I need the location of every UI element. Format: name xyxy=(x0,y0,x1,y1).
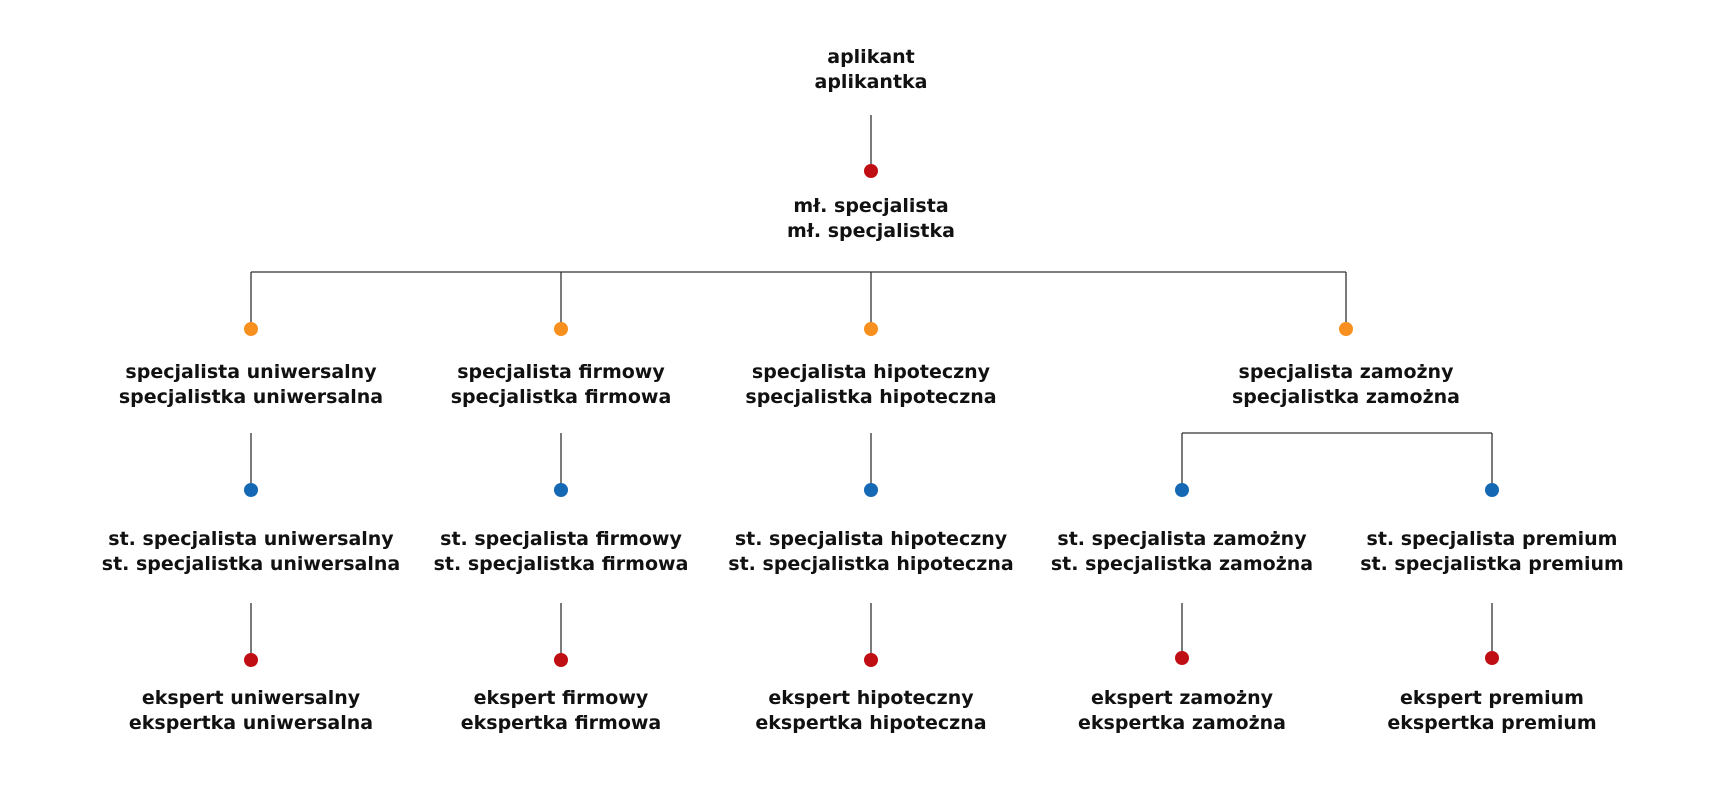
node-label-line1: specjalista firmowy xyxy=(457,361,665,383)
node-label-line2: specjalistka hipoteczna xyxy=(745,386,997,408)
node-label-st_firm: st. specjalista firmowy st. specjalistka … xyxy=(434,527,689,577)
node-label-line2: ekspertka premium xyxy=(1387,712,1597,734)
node-label-line1: st. specjalista firmowy xyxy=(440,528,682,550)
node-dot-spec_hip xyxy=(864,322,878,336)
node-label-st_prem: st. specjalista premium st. specjalistka … xyxy=(1360,527,1624,577)
node-label-spec_uniw: specjalista uniwersalny specjalistka uniw… xyxy=(119,360,383,410)
node-label-eksp_firm: ekspert firmowy ekspertka firmowa xyxy=(461,686,662,736)
node-label-eksp_zam: ekspert zamożny ekspertka zamożna xyxy=(1078,686,1286,736)
node-label-line1: ekspert hipoteczny xyxy=(768,687,974,709)
node-label-line1: aplikant xyxy=(827,46,915,68)
node-label-line1: specjalista zamożny xyxy=(1238,361,1454,383)
node-label-line2: st. specjalistka zamożna xyxy=(1050,553,1314,575)
node-label-line2: ekspertka zamożna xyxy=(1078,712,1286,734)
node-dot-eksp_prem xyxy=(1485,651,1499,665)
node-label-line2: st. specjalistka hipoteczna xyxy=(728,553,1014,575)
node-label-line1: ekspert premium xyxy=(1400,687,1584,709)
node-label-spec_hip: specjalista hipoteczny specjalistka hipot… xyxy=(745,360,996,410)
node-dot-spec_firm xyxy=(554,322,568,336)
node-dot-st_prem xyxy=(1485,483,1499,497)
node-label-line2: specjalistka zamożna xyxy=(1231,386,1461,408)
node-label-spec_zam: specjalista zamożny specjalistka zamożna xyxy=(1232,360,1460,410)
node-label-aplikant: aplikant aplikantka xyxy=(815,45,928,95)
node-dot-st_firm xyxy=(554,483,568,497)
node-dot-st_zam xyxy=(1175,483,1189,497)
node-label-line2: st. specjalistka firmowa xyxy=(433,553,689,575)
node-dot-mlodszy xyxy=(864,164,878,178)
node-label-line2: st. specjalistka premium xyxy=(1360,553,1624,575)
node-label-line1: ekspert uniwersalny xyxy=(141,687,361,709)
node-label-mlodszy: mł. specjalista mł. specjalistka xyxy=(787,194,955,244)
node-label-line2: ekspertka hipoteczna xyxy=(755,712,987,734)
node-label-line1: st. specjalista premium xyxy=(1366,528,1618,550)
node-label-line2: ekspertka uniwersalna xyxy=(128,712,374,734)
node-dot-eksp_hip xyxy=(864,653,878,667)
node-label-line1: ekspert zamożny xyxy=(1090,687,1274,709)
node-dot-st_uniw xyxy=(244,483,258,497)
node-label-line1: st. specjalista zamożny xyxy=(1057,528,1307,550)
node-label-line1: st. specjalista uniwersalny xyxy=(108,528,394,550)
node-label-spec_firm: specjalista firmowy specjalistka firmowa xyxy=(451,360,672,410)
node-label-line1: specjalista uniwersalny xyxy=(125,361,377,383)
node-label-line2: ekspertka firmowa xyxy=(460,712,662,734)
node-label-line2: st. specjalistka uniwersalna xyxy=(101,553,401,575)
node-dot-st_hip xyxy=(864,483,878,497)
node-label-line1: specjalista hipoteczny xyxy=(751,361,991,383)
node-label-line2: mł. specjalistka xyxy=(787,220,955,242)
node-label-eksp_uniw: ekspert uniwersalny ekspertka uniwersalna xyxy=(129,686,373,736)
node-label-line1: st. specjalista hipoteczny xyxy=(734,528,1008,550)
node-dot-eksp_firm xyxy=(554,653,568,667)
node-label-line2: specjalistka uniwersalna xyxy=(118,386,384,408)
node-label-st_hip: st. specjalista hipoteczny st. specjalist… xyxy=(728,527,1013,577)
node-dot-spec_zam xyxy=(1339,322,1353,336)
node-label-line1: ekspert firmowy xyxy=(473,687,649,709)
node-label-st_zam: st. specjalista zamożny st. specjalistka … xyxy=(1051,527,1313,577)
node-label-line2: specjalistka firmowa xyxy=(450,386,672,408)
node-dot-eksp_zam xyxy=(1175,651,1189,665)
node-label-st_uniw: st. specjalista uniwersalny st. specjalis… xyxy=(102,527,400,577)
node-label-line1: mł. specjalista xyxy=(793,195,949,217)
node-dot-spec_uniw xyxy=(244,322,258,336)
node-label-eksp_prem: ekspert premium ekspertka premium xyxy=(1387,686,1596,736)
node-label-line2: aplikantka xyxy=(814,71,928,93)
node-label-eksp_hip: ekspert hipoteczny ekspertka hipoteczna xyxy=(755,686,986,736)
node-dot-eksp_uniw xyxy=(244,653,258,667)
